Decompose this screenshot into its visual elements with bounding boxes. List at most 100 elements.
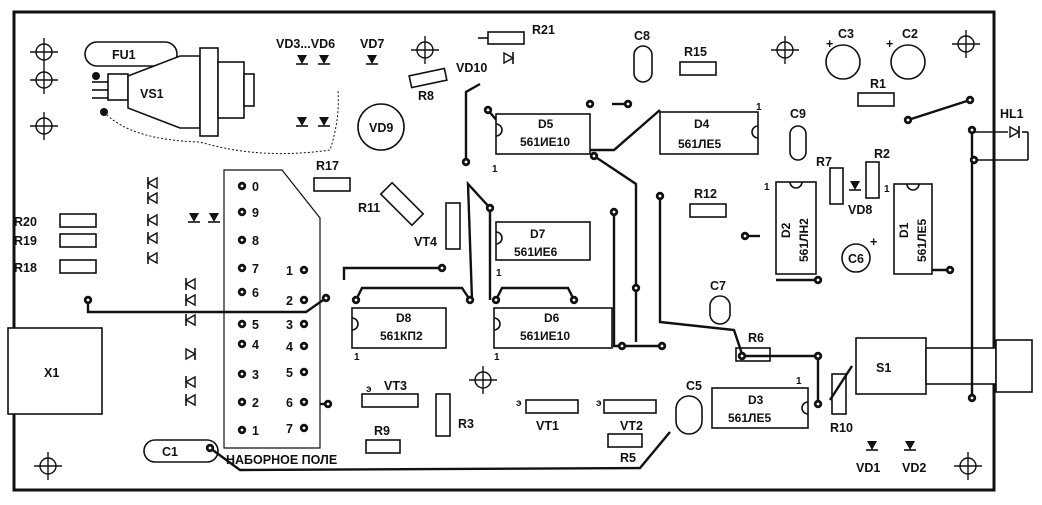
svg-text:D2: D2 [779,222,793,238]
connector-x1: X1 [7,327,103,415]
patch-field-number-right: 4 [286,340,293,354]
label-r9: R9 [374,424,390,438]
label-vd9: VD9 [369,121,393,135]
label-r17: R17 [316,159,339,173]
patch-pad [299,397,309,407]
label-s1: S1 [876,361,891,375]
svg-text:D5: D5 [538,117,554,131]
label-vs1: VS1 [140,87,164,101]
resistor-r5: R5 [607,433,643,465]
label-r10: R10 [830,421,853,435]
svg-text:D3: D3 [748,393,764,407]
label-r8: R8 [418,89,434,103]
svg-text:+: + [826,37,833,51]
svg-text:+: + [886,37,893,51]
resistor-r7: R7 [816,155,844,205]
patch-field-number-right: 2 [286,294,293,308]
led-hl1: HL1 [975,107,1029,161]
resistor-r10: R10 [830,373,853,435]
label-c9: C9 [790,107,806,121]
label-r1: R1 [870,77,886,91]
svg-text:D4: D4 [694,117,710,131]
patch-pad [237,207,247,217]
patch-field-number-left: 8 [252,234,259,248]
label-c6: C6 [848,252,864,266]
svg-text:561ЛЕ5: 561ЛЕ5 [678,137,721,151]
label-fu1: FU1 [112,48,136,62]
svg-text:1: 1 [494,352,500,363]
svg-text:1: 1 [884,184,890,195]
resistor-r21: R21 [478,23,555,45]
svg-text:1: 1 [756,102,762,113]
patch-field-number-right: 7 [286,422,293,436]
patch-field-number-left: 7 [252,262,259,276]
svg-text:+: + [870,235,877,249]
patch-field-number-left: 1 [252,424,259,438]
label-vd8: VD8 [848,203,872,217]
svg-text:1: 1 [496,268,502,279]
diode-vd8: VD8 [848,180,872,217]
patch-field-number-left: 2 [252,396,259,410]
patch-field-number-right: 3 [286,318,293,332]
svg-text:D8: D8 [396,311,412,325]
switch-s1: S1 [855,337,1033,395]
label-x1: X1 [44,366,59,380]
transistor-vt3: э VT3 [361,379,419,408]
patch-pad [299,295,309,305]
label-r6: R6 [748,331,764,345]
label-vd7: VD7 [360,37,384,51]
patch-field-number-left: 9 [252,206,259,220]
chip-d2: D2 561ЛН2 1 [764,181,817,275]
resistor-r8: R8 [408,67,448,103]
fuse-fu1: FU1 [84,41,178,67]
svg-text:561КП2: 561КП2 [380,329,423,343]
patch-pad [237,235,247,245]
svg-text:D7: D7 [530,227,546,241]
chip-d3: D3 561ЛЕ5 1 [711,376,809,429]
capacitor-c9: C9 [789,107,807,161]
transistor-vt2: э VT2 [596,398,657,433]
capacitor-c3: + C3 [825,27,861,80]
patch-pad [299,265,309,275]
svg-text:э: э [596,398,602,409]
label-r21: R21 [532,23,555,37]
patch-pad [299,367,309,377]
patch-field-number-right: 6 [286,396,293,410]
svg-text:э: э [516,398,522,409]
label-vt1: VT1 [536,419,559,433]
label-vd1: VD1 [856,461,880,475]
patch-pad [237,425,247,435]
svg-text:561ИЕ6: 561ИЕ6 [514,245,558,259]
label-c3: C3 [838,27,854,41]
patch-pad [237,397,247,407]
resistor-r9: R9 [365,424,401,454]
label-vd2: VD2 [902,461,926,475]
label-r19: R19 [14,234,37,248]
capacitor-c1: C1 [143,439,219,463]
patch-field-number-left: 0 [252,180,259,194]
svg-text:D1: D1 [897,222,911,238]
resistor-r11: R11 [358,181,425,227]
capacitor-c5: C5 [675,379,703,435]
label-r15: R15 [684,45,707,59]
patch-pad [237,181,247,191]
transistor-vt1: э VT1 [516,398,579,433]
resistor-r1: R1 [857,77,895,107]
patch-pad [237,263,247,273]
resistor-r17: R17 [313,159,351,192]
resistor-r15: R15 [679,45,717,76]
label-vd3-vd6: VD3...VD6 [276,37,335,51]
patch-pad [237,339,247,349]
diode-vd9: VD9 [357,103,405,151]
patch-field-number-right: 1 [286,264,293,278]
diodes-vd1-vd2: VD1 VD2 [856,440,926,475]
chip-d5: D5 561ИЕ10 1 [492,113,591,175]
capacitor-c8: C8 [633,29,653,83]
diodes-vd3-vd7: VD3...VD6 VD7 [276,37,384,127]
patch-field: НАБОРНОЕ ПОЛЕ [223,169,337,467]
svg-text:э: э [366,384,372,395]
label-hl1: HL1 [1000,107,1024,121]
patch-field-caption: НАБОРНОЕ ПОЛЕ [226,453,337,467]
resistor-r3: R3 [435,393,474,437]
